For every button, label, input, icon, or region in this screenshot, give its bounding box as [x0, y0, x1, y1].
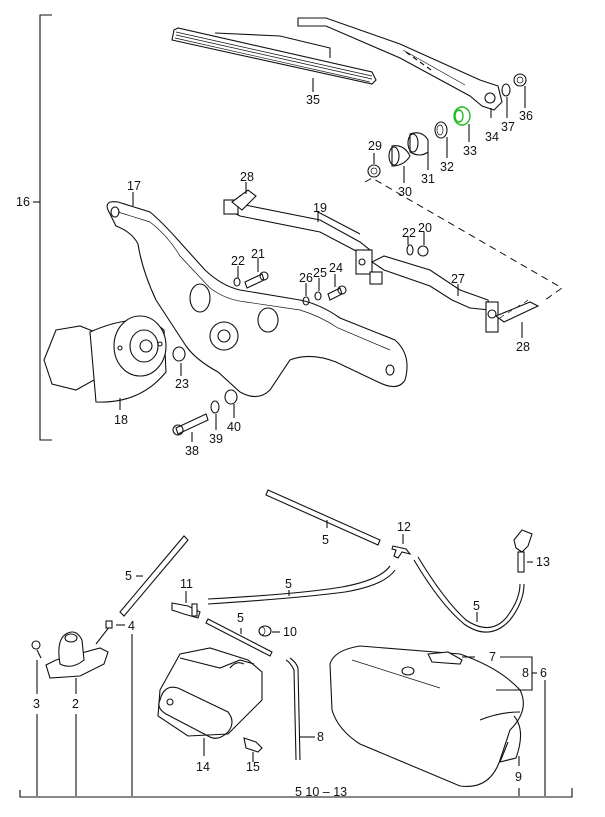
fitting-15[interactable] — [243, 737, 263, 762]
label-15: 15 — [246, 760, 260, 774]
label-24: 24 — [329, 261, 343, 275]
washer-37[interactable] — [501, 83, 511, 118]
label-4: 4 — [128, 619, 135, 633]
label-11: 11 — [180, 577, 193, 591]
linkage-rod-19[interactable] — [223, 182, 383, 285]
label-36: 36 — [519, 109, 533, 123]
label-9: 9 — [515, 770, 522, 784]
label-28-right: 28 — [516, 340, 530, 354]
label-14: 14 — [196, 760, 210, 774]
label-40: 40 — [227, 420, 241, 434]
t-connector-12[interactable] — [391, 534, 412, 559]
washer-pump-2[interactable] — [45, 625, 111, 796]
wiper-blade[interactable] — [171, 27, 377, 92]
label-22-left: 22 — [231, 254, 245, 268]
screw-3[interactable] — [31, 640, 42, 796]
washer-reservoir[interactable] — [329, 645, 524, 788]
label-12: 12 — [397, 520, 411, 534]
label-5-right: 5 — [473, 599, 480, 613]
bottom-group-bracket — [19, 788, 573, 798]
label-17: 17 — [127, 179, 141, 193]
bushing-33-highlighted[interactable] — [453, 106, 471, 142]
wiper-arm[interactable] — [297, 17, 503, 118]
linkage-rod-27[interactable] — [370, 255, 540, 338]
washer-26[interactable] — [302, 283, 310, 306]
label-30: 30 — [398, 185, 412, 199]
label-38: 38 — [185, 444, 199, 458]
label-5-straight: 5 — [237, 611, 244, 625]
label-29: 29 — [368, 139, 382, 153]
washer-39[interactable] — [210, 400, 220, 430]
label-13: 13 — [536, 555, 550, 569]
nut-29[interactable] — [367, 153, 381, 178]
label-31: 31 — [421, 172, 435, 186]
label-39: 39 — [209, 432, 223, 446]
label-22-right: 22 — [402, 226, 416, 240]
hose-5-left[interactable] — [119, 535, 189, 617]
label-32: 32 — [440, 160, 454, 174]
label-25: 25 — [313, 266, 327, 280]
label-bottom-group: 5 10 – 13 — [295, 785, 347, 799]
label-6: 6 — [540, 666, 547, 680]
nozzle-13[interactable] — [513, 529, 533, 573]
label-16: 16 — [16, 195, 30, 209]
label-34: 34 — [485, 130, 499, 144]
group-16-bracket — [33, 14, 52, 441]
washer-23[interactable] — [172, 346, 186, 376]
washer-25[interactable] — [314, 278, 322, 301]
label-21: 21 — [251, 247, 265, 261]
label-35: 35 — [306, 93, 320, 107]
hose-5-curved-middle[interactable] — [207, 565, 396, 605]
hose-5-right-loop[interactable] — [413, 556, 525, 633]
label-33: 33 — [463, 144, 477, 158]
label-27: 27 — [451, 272, 465, 286]
label-23: 23 — [175, 377, 189, 391]
label-7: 7 — [489, 650, 496, 664]
wiper-motor[interactable] — [43, 315, 167, 410]
group-8-bracket — [462, 656, 537, 691]
label-5-left: 5 — [125, 569, 132, 583]
alignment-dashed-line — [364, 177, 563, 301]
pump-motor-14[interactable] — [157, 647, 263, 756]
washer-22-right[interactable] — [406, 236, 414, 256]
label-28-left: 28 — [240, 170, 254, 184]
nut-36[interactable] — [513, 73, 527, 108]
bolt-24[interactable] — [327, 274, 347, 301]
label-10: 10 — [283, 625, 297, 639]
washer-22-left[interactable] — [233, 266, 241, 287]
wiper-frame[interactable] — [106, 192, 408, 398]
grommet-31[interactable] — [407, 132, 429, 170]
part-labels: 16 17 18 19 20 21 22 22 23 24 25 26 27 2… — [16, 93, 550, 799]
label-2: 2 — [72, 697, 79, 711]
label-37: 37 — [501, 120, 515, 134]
label-20: 20 — [418, 221, 432, 235]
label-18: 18 — [114, 413, 128, 427]
label-8-bracket: 8 — [522, 666, 529, 680]
ring-32[interactable] — [434, 121, 448, 158]
label-26: 26 — [299, 271, 313, 285]
label-5-top: 5 — [322, 533, 329, 547]
label-5-curved: 5 — [285, 577, 292, 591]
washer-40[interactable] — [224, 389, 238, 418]
grommet-10[interactable] — [258, 625, 280, 637]
label-19: 19 — [313, 201, 327, 215]
bolt-38[interactable] — [172, 413, 209, 442]
intake-tube-8[interactable] — [285, 657, 315, 761]
hose-5-straight-middle[interactable] — [205, 618, 273, 657]
bolt-21[interactable] — [244, 258, 269, 289]
hose-5-top[interactable] — [265, 489, 381, 546]
nut-20[interactable] — [417, 232, 429, 257]
connector-4[interactable] — [105, 620, 133, 796]
cap-30[interactable] — [388, 145, 411, 183]
label-8-tube: 8 — [317, 730, 324, 744]
t-connector-11[interactable] — [171, 591, 201, 619]
label-3: 3 — [33, 697, 40, 711]
